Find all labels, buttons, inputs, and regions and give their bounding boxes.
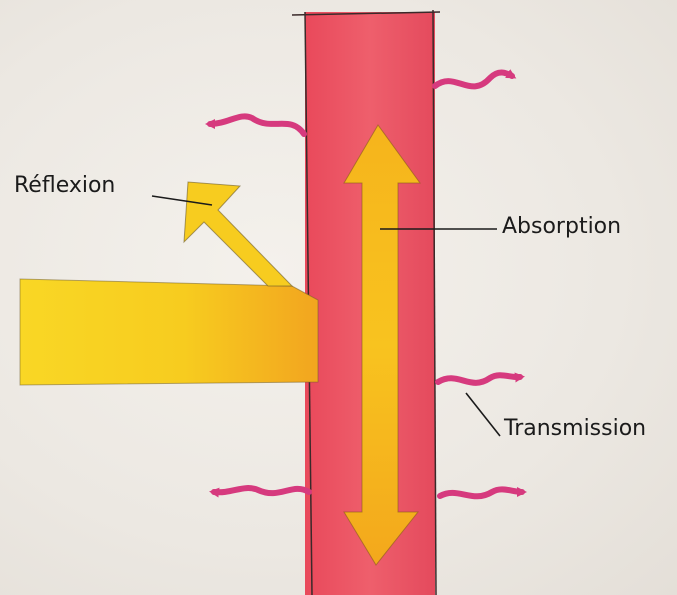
heat-arrow-bottom-right (440, 489, 522, 496)
transmission-leader-line (466, 393, 500, 436)
absorption-label: Absorption (502, 216, 621, 238)
heat-arrow-top-right (435, 73, 512, 87)
reflexion-label: Réflexion (14, 175, 115, 197)
transmission-label: Transmission (504, 418, 646, 440)
heat-arrow-top-left (210, 116, 304, 134)
heat-arrow-bottom-left (214, 488, 309, 493)
reflected-arrow (184, 182, 292, 286)
heat-arrow-mid-right (438, 375, 520, 383)
incident-beam (20, 279, 318, 385)
